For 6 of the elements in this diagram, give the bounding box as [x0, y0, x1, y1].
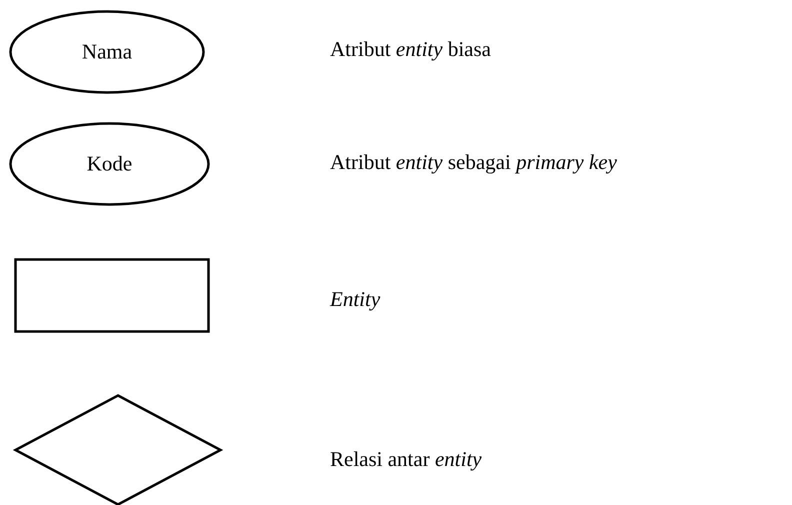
attribute-name: Nama [80, 40, 134, 64]
description-text: Atribut entity biasa [330, 37, 491, 62]
attribute-name: Kode [86, 152, 134, 176]
description-text: Atribut entity sebagai primary key [330, 150, 617, 175]
description-text: Relasi antar entity [330, 447, 482, 472]
description-text: Entity [330, 287, 380, 312]
